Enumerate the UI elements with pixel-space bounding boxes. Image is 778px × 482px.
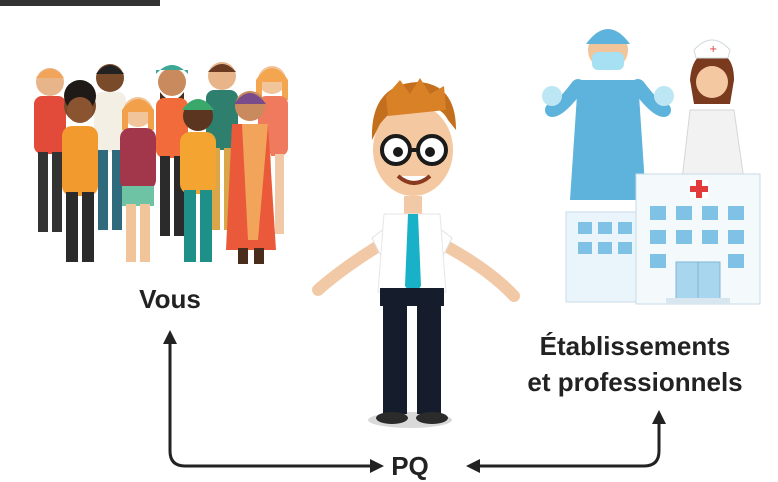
etablissements-label: Établissements et professionnels (500, 328, 770, 400)
person-front-4 (226, 91, 276, 264)
arrowhead-pq-left (370, 459, 384, 473)
svg-text:+: + (709, 44, 717, 55)
arrowhead-etablissements (652, 410, 666, 424)
person-front-2 (120, 97, 156, 262)
nurse-figure: + (681, 39, 745, 181)
cropped-top-text (0, 0, 160, 6)
arrow-pq-to-etablissements (478, 420, 661, 468)
hospital-building (565, 173, 761, 305)
pq-label: PQ (391, 451, 429, 481)
etablissements-label-line1: Établissements (539, 331, 731, 361)
person-back-1 (34, 68, 66, 232)
crowd-illustration (34, 62, 288, 264)
arrow-pq-to-vous (168, 340, 372, 468)
arrowhead-vous (163, 330, 177, 344)
vous-label: Vous (139, 284, 201, 314)
etablissements-label-line2: et professionnels (527, 367, 743, 397)
doctor-figure (542, 29, 674, 200)
connector-arrows (163, 330, 666, 473)
arrowhead-pq-right (466, 459, 480, 473)
person-front-3 (180, 99, 216, 262)
pq-character-illustration (312, 78, 520, 428)
healthcare-illustration: + (542, 29, 761, 305)
person-front-1 (62, 80, 98, 262)
person-back-2 (94, 64, 126, 230)
